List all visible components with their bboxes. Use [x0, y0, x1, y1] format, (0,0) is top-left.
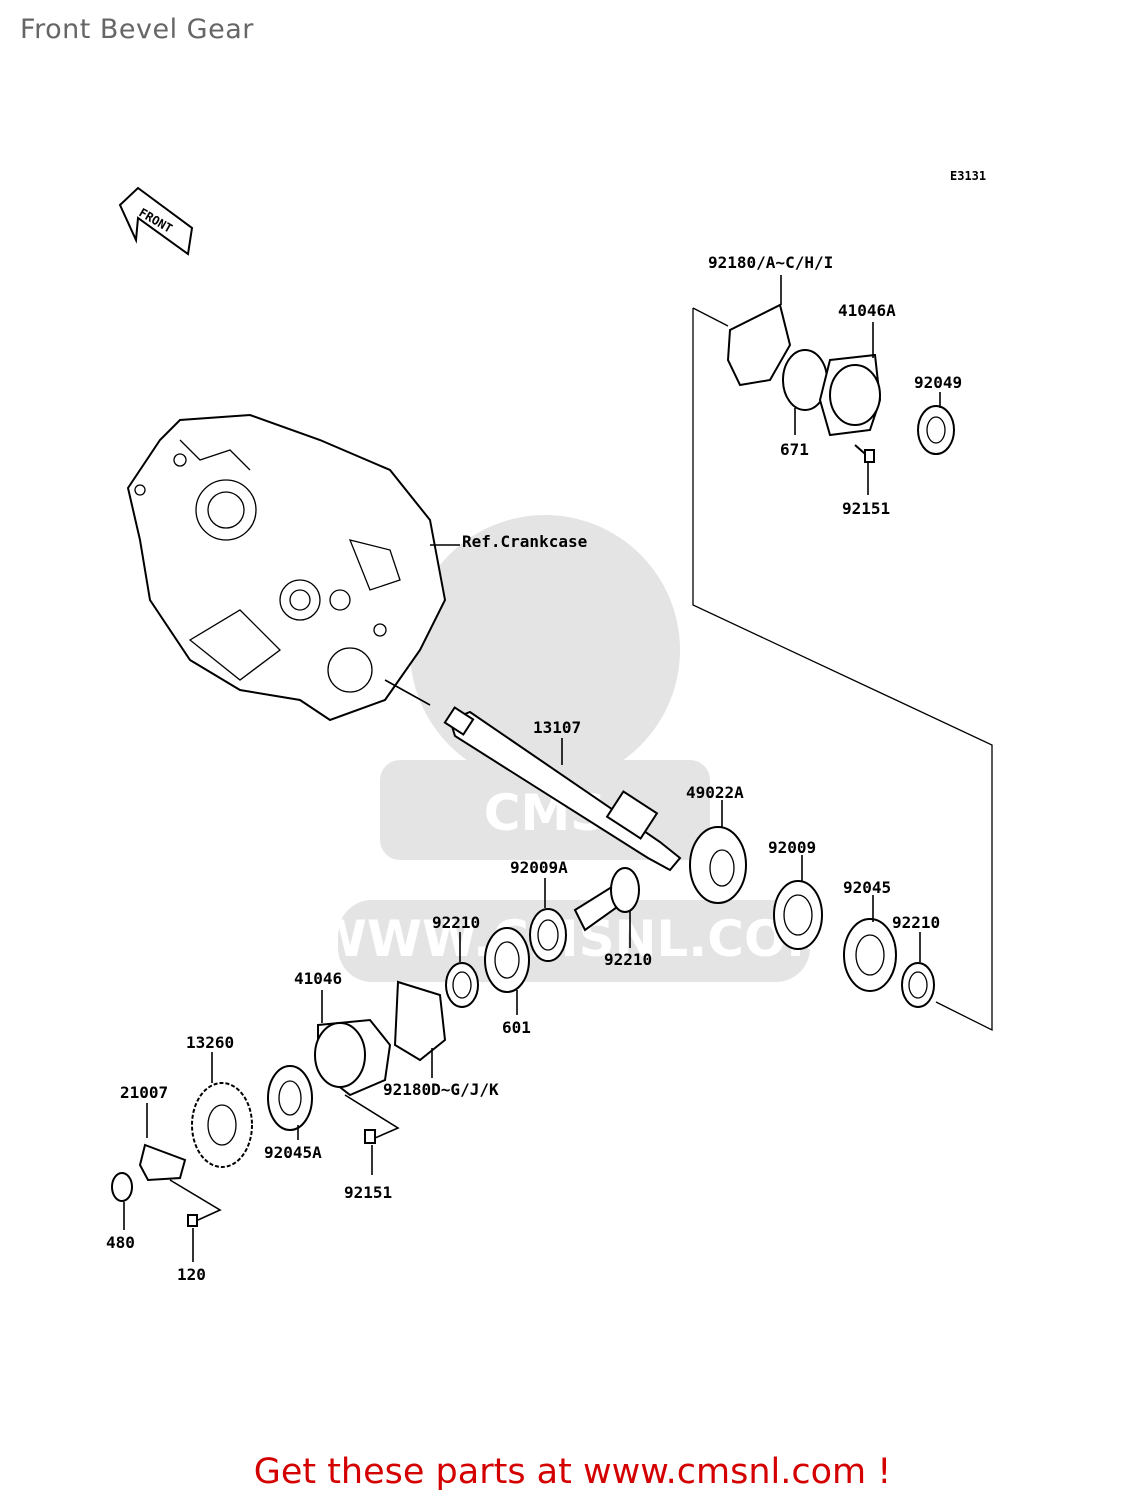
part-label-480: 480	[106, 1233, 135, 1252]
part-label-49022: 92210	[604, 950, 652, 969]
part-label-92049: 92049	[914, 373, 962, 392]
part-label-671: 671	[780, 440, 809, 459]
part-label-92045: 92045	[843, 878, 891, 897]
crankcase-drawing	[126, 413, 447, 722]
watermark-url-text: WWW.CMSNL.COM	[312, 910, 837, 968]
front-arrow-icon: FRONT	[118, 186, 194, 256]
part-label-92045a: 92045A	[264, 1143, 322, 1162]
diagram-code: E3131	[950, 169, 986, 183]
part-label-13107: 13107	[533, 718, 581, 737]
part-label-120: 120	[177, 1265, 206, 1284]
part-label-13260: 13260	[186, 1033, 234, 1052]
part-label-92180-a: 92180/A~C/H/I	[708, 253, 833, 272]
footer-cta[interactable]: Get these parts at www.cmsnl.com !	[253, 1452, 892, 1492]
part-label-92210-right: 92210	[892, 913, 940, 932]
part-label-41046: 41046	[294, 969, 342, 988]
part-label-21007: 21007	[120, 1083, 168, 1102]
shaft-drawing	[443, 706, 682, 872]
watermark: CMS WWW.CMSNL.COM	[312, 515, 837, 982]
part-label-92151-bottom: 92151	[344, 1183, 392, 1202]
page-title: Front Bevel Gear	[20, 14, 254, 45]
part-label-92009: 92009	[768, 838, 816, 857]
part-label-41046a: 41046A	[838, 301, 896, 320]
part-label-92180-d: 92180D~G/J/K	[383, 1080, 499, 1099]
part-label-92210-left: 92210	[432, 913, 480, 932]
part-label-92009a: 92009A	[510, 858, 568, 877]
part-label-92151-top: 92151	[842, 499, 890, 518]
ref-crankcase-label: Ref.Crankcase	[462, 532, 587, 551]
part-label-49022a: 49022A	[686, 783, 744, 802]
part-label-601: 601	[502, 1018, 531, 1037]
